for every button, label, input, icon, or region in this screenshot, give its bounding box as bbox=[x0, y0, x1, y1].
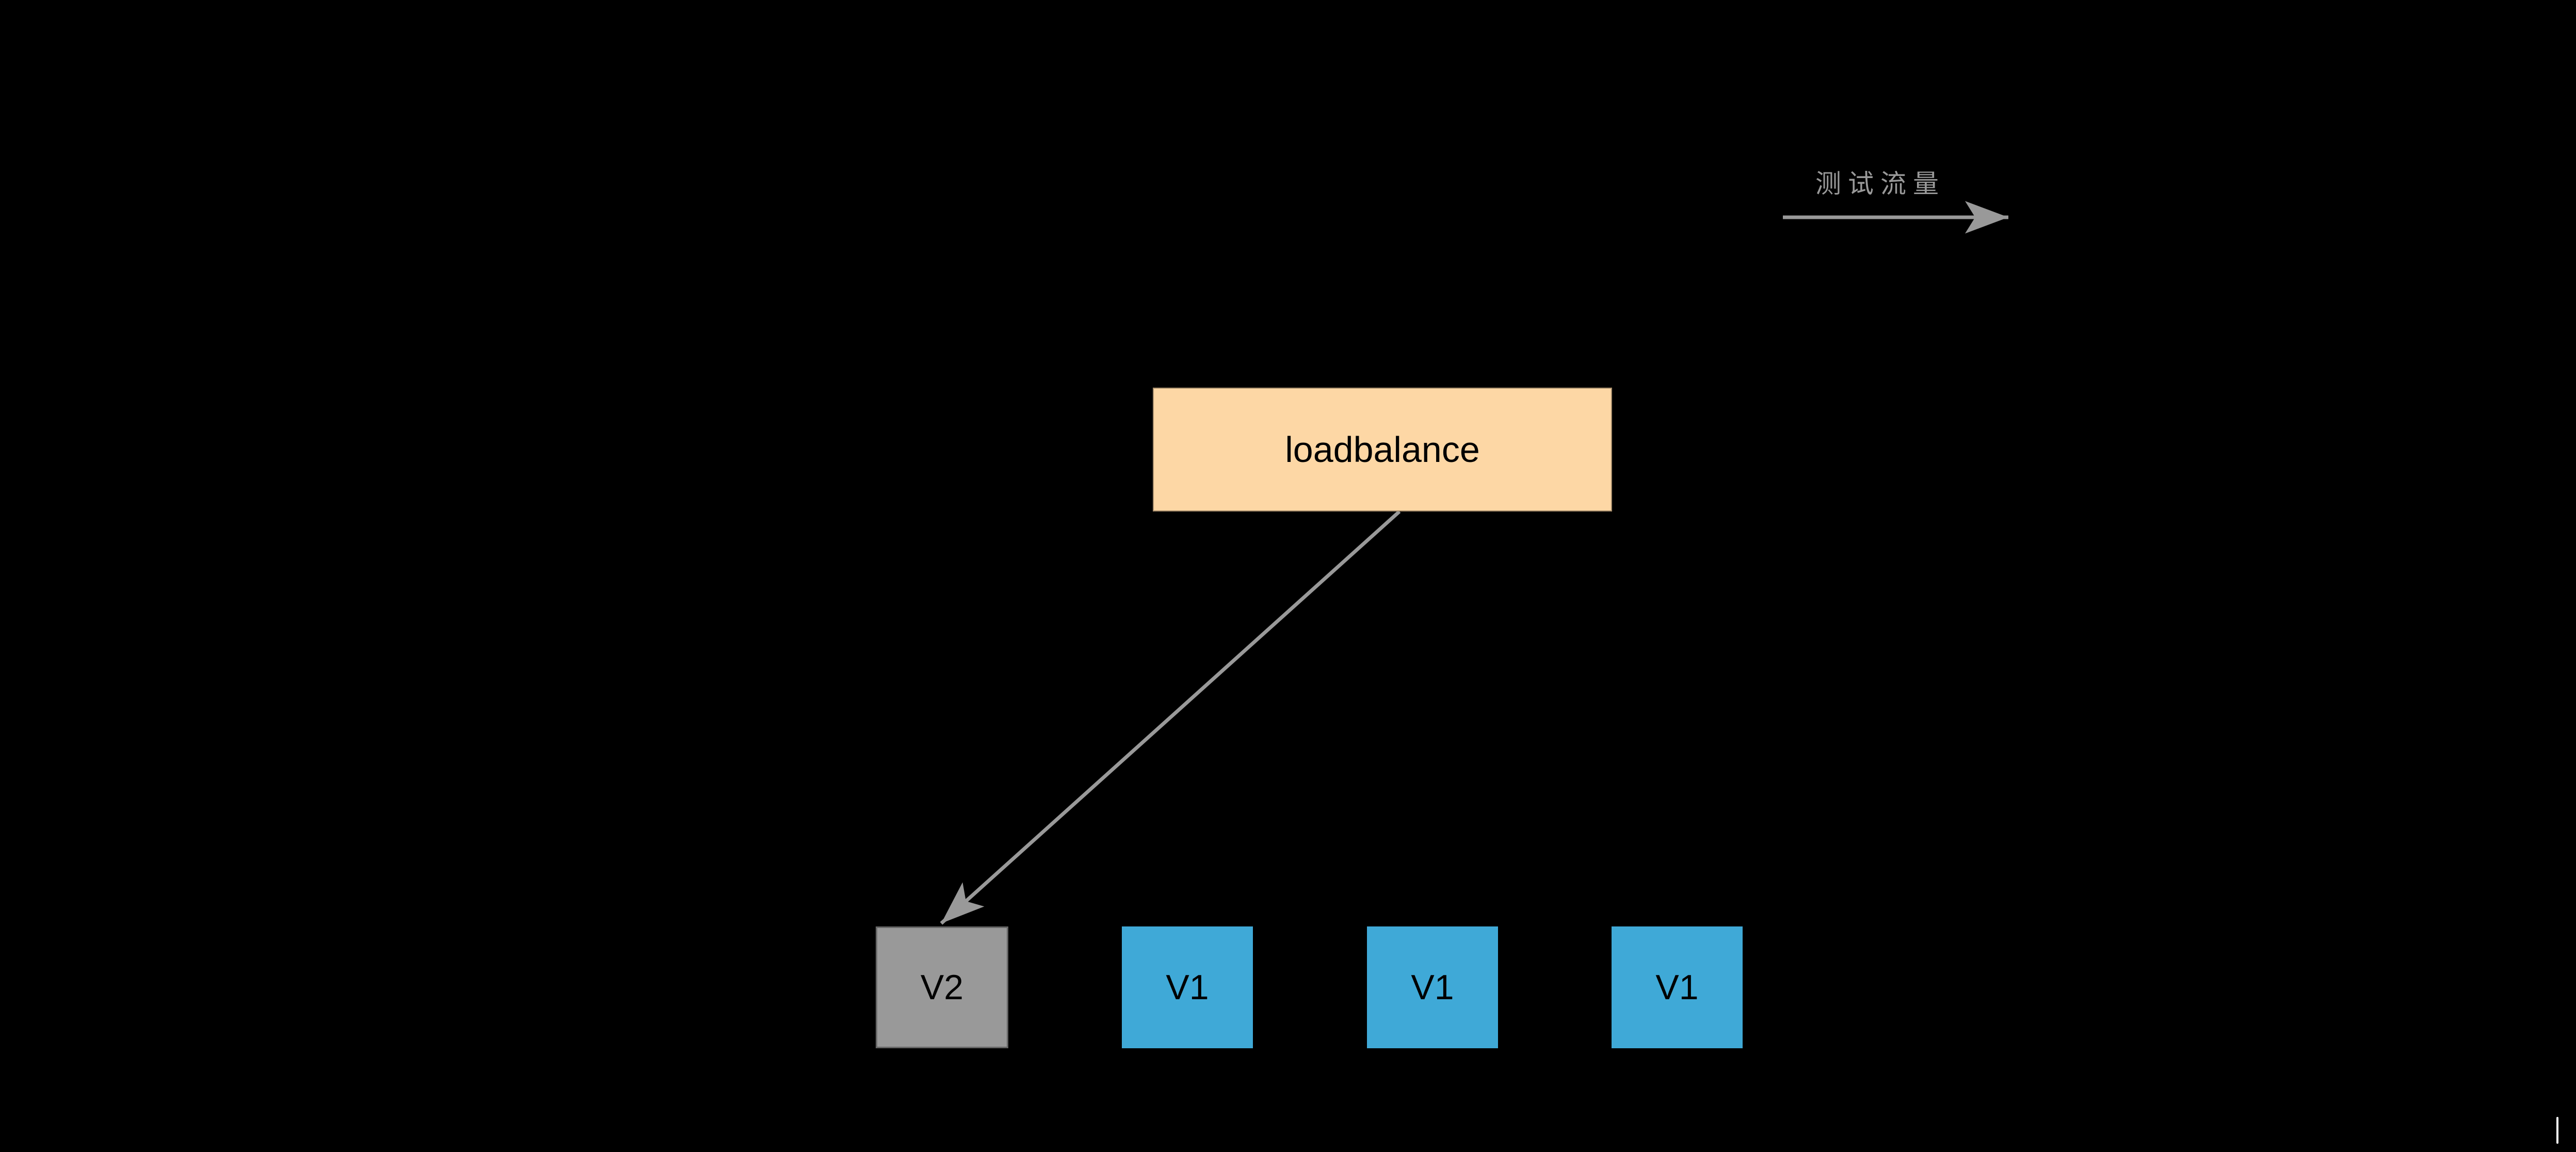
traffic-label: 测试流量 bbox=[1815, 169, 1945, 198]
node-v2-label: V2 bbox=[920, 968, 964, 1007]
text-cursor bbox=[2556, 1117, 2558, 1144]
node-v1-label: V1 bbox=[1655, 968, 1699, 1007]
node-v2[interactable]: V2 bbox=[876, 926, 1008, 1048]
node-loadbalance[interactable]: loadbalance bbox=[1153, 388, 1612, 511]
node-v1-second[interactable]: V1 bbox=[1367, 926, 1498, 1048]
loadbalance-to-v2-arrow bbox=[940, 510, 1401, 925]
node-v1-first[interactable]: V1 bbox=[1122, 926, 1253, 1048]
node-v1-label: V1 bbox=[1166, 968, 1209, 1007]
node-v1-third[interactable]: V1 bbox=[1612, 926, 1743, 1048]
node-v1-label: V1 bbox=[1411, 968, 1454, 1007]
node-loadbalance-label: loadbalance bbox=[1285, 429, 1480, 470]
